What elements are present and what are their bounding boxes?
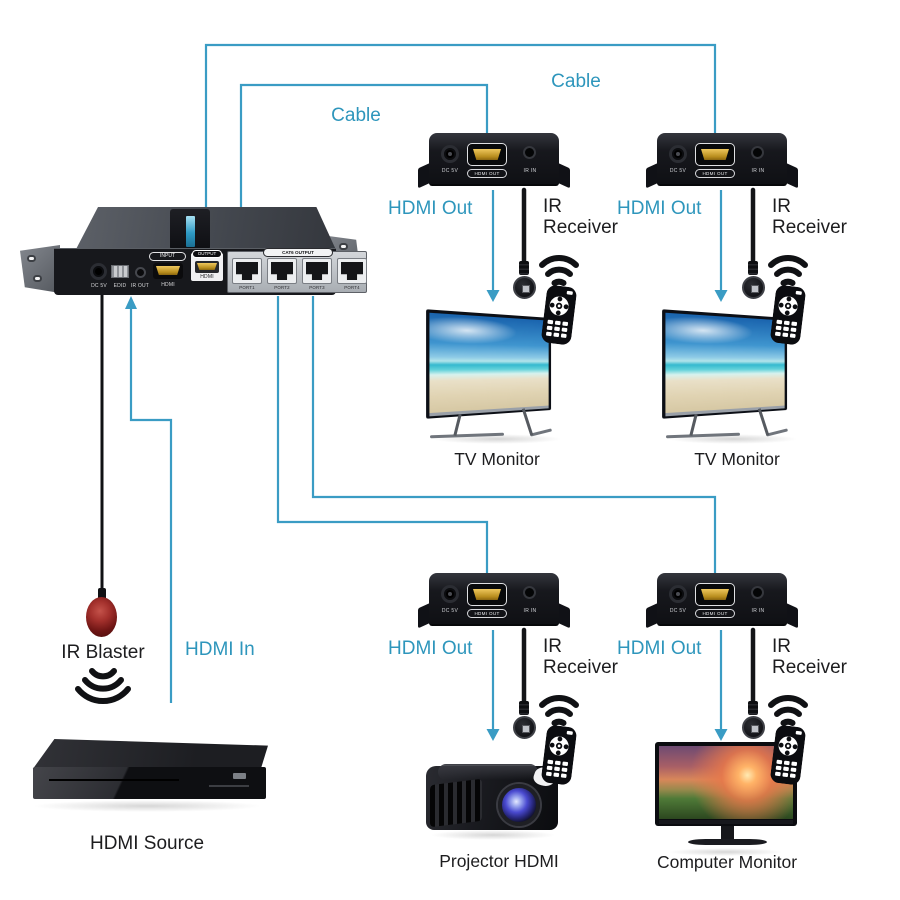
hdmi-input-label: HDMI (161, 282, 175, 288)
ir-out-port (135, 267, 146, 278)
cat6-output-panel: CAT6 OUTPUT PORT1 PORT2 PORT3 PORT4 (227, 248, 367, 293)
ir-in-port (751, 586, 764, 599)
cat6-output-badge: CAT6 OUTPUT (263, 248, 333, 257)
dc-port-label: DC 5V (91, 283, 107, 289)
hdmi-receiver-bottom-right: DC 5V HDMI OUT IR IN (646, 573, 798, 629)
hdmi-source-label: HDMI Source (89, 833, 205, 854)
port3-label: PORT3 (309, 285, 325, 290)
ir-receiver-eye (742, 716, 765, 739)
rj45-port-3 (302, 258, 332, 284)
hdmi-out-port (695, 583, 735, 606)
ir-tx-module (170, 209, 210, 250)
display-caption-tv-left: TV Monitor (454, 449, 540, 469)
dc-power-port (441, 145, 459, 163)
hdmi-out-label-tr: HDMI Out (617, 198, 702, 219)
ir-signal-waves-icon (539, 694, 579, 726)
ir-blaster-label: IR Blaster (61, 642, 145, 663)
dc-power-port (90, 263, 107, 280)
hdmi-out-label: HDMI OUT (467, 169, 507, 178)
output-badge: OUTPUT (192, 250, 222, 258)
ir-receiver-label-tr: IR Receiver (772, 196, 847, 238)
ir-receiver-label-tl: IR Receiver (543, 196, 618, 238)
dc-label: DC 5V (441, 168, 459, 174)
hdmi-in-label: HDMI In (185, 639, 255, 660)
ir-eye-connector (519, 261, 529, 275)
remote-control-icon (770, 285, 806, 345)
rj45-port-4 (337, 258, 367, 284)
display-caption-projector: Projector HDMI (439, 851, 559, 871)
hdmi-out-port (467, 583, 507, 606)
remote-control-icon (541, 285, 577, 345)
port2-label: PORT2 (274, 285, 290, 290)
rj45-port-2 (267, 258, 297, 284)
remote-control-icon (770, 725, 806, 785)
dc-power-port (669, 585, 687, 603)
ir-signal-waves-icon (768, 694, 808, 726)
ir-in-port (751, 146, 764, 159)
projector-vents (430, 778, 482, 828)
hdmi-output-port (195, 261, 219, 273)
hdmi-out-port (695, 143, 735, 166)
projector (424, 764, 560, 834)
cable-label-mid: Cable (331, 105, 381, 126)
hdmi-out-label-tl: HDMI Out (388, 198, 473, 219)
hdmi-out-label-bl: HDMI Out (388, 638, 473, 659)
mount-flange-left (20, 245, 60, 293)
ir-out-label: IR OUT (130, 283, 150, 289)
display-caption-tv-right: TV Monitor (694, 449, 780, 469)
remote-control-icon (541, 725, 577, 785)
ir-in-port (523, 586, 536, 599)
hdmi-receiver-top-right: DC 5V HDMI OUT IR IN (646, 133, 798, 189)
dc-power-port (669, 145, 687, 163)
splitter-front-panel: DC 5V EDID IR OUT INPUT HDMI OUTPUT HDMI… (54, 248, 367, 295)
hdmi-out-label-br: HDMI Out (617, 638, 702, 659)
ir-signal-waves-icon (768, 254, 808, 286)
player-button (233, 773, 246, 779)
hdmi-out-port (467, 143, 507, 166)
ir-eye-connector (748, 261, 758, 275)
ir-receiver-label-br: IR Receiver (772, 636, 847, 678)
port4-label: PORT4 (344, 285, 360, 290)
dc-power-port (441, 585, 459, 603)
rj45-port-1 (232, 258, 262, 284)
edid-switch (111, 265, 129, 278)
ir-receiver-label-bl: IR Receiver (543, 636, 618, 678)
ir-receiver-eye (513, 716, 536, 739)
edid-label: EDID (113, 283, 127, 289)
cable-label-top: Cable (551, 71, 601, 92)
ir-in-port (523, 146, 536, 159)
hdmi-output-label: HDMI (200, 274, 214, 280)
ir-receiver-eye (742, 276, 765, 299)
ir-blaster-emitter (86, 597, 117, 637)
computer-monitor (652, 738, 802, 853)
hdmi-receiver-bottom-left: DC 5V HDMI OUT IR IN (418, 573, 570, 629)
hdmi-receiver-top-left: DC 5V HDMI OUT IR IN (418, 133, 570, 189)
ir-blaster-waves-icon (75, 668, 131, 704)
ir-receiver-eye (513, 276, 536, 299)
ir-signal-waves-icon (539, 254, 579, 286)
input-badge: INPUT (149, 252, 186, 261)
ir-eye-connector (519, 701, 529, 715)
hdmi-splitter-unit: DC 5V EDID IR OUT INPUT HDMI OUTPUT HDMI… (18, 203, 367, 303)
ir-in-label: IR IN (523, 168, 537, 174)
ir-eye-connector (748, 701, 758, 715)
hdmi-input-port (153, 263, 183, 279)
port1-label: PORT1 (239, 285, 255, 290)
projector-lens (498, 784, 540, 826)
hdmi-source-player (28, 735, 268, 805)
display-caption-monitor: Computer Monitor (656, 852, 798, 872)
disc-slot (49, 779, 179, 781)
